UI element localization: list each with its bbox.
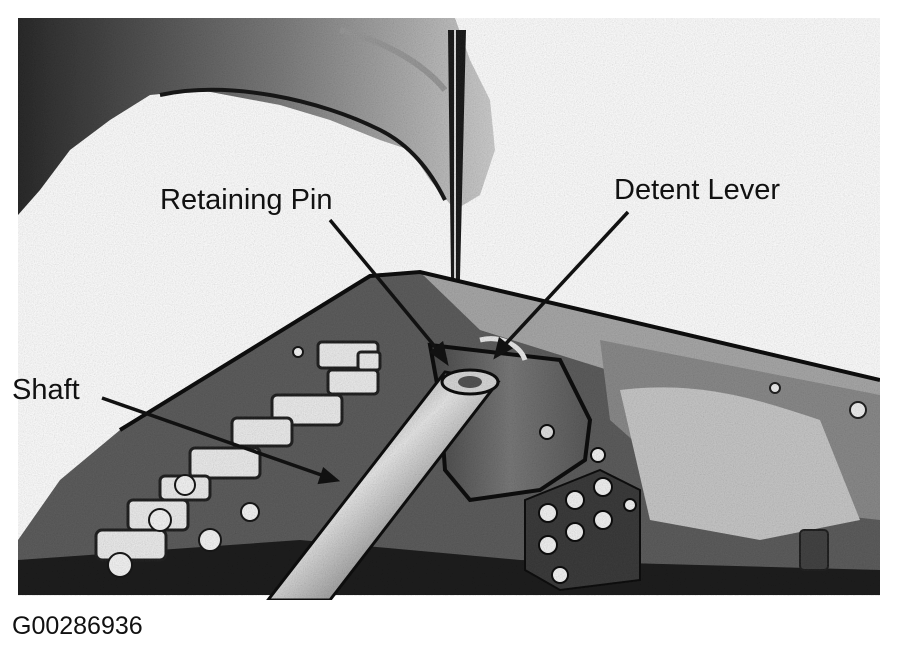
leader-lines	[101, 210, 630, 485]
shaft	[264, 368, 501, 602]
casting-ports-right	[524, 447, 641, 592]
photo-region	[18, 18, 881, 602]
leader-shaft	[101, 396, 331, 480]
leader-retaining-pin	[328, 218, 448, 362]
leader-detent-lever	[498, 210, 630, 352]
shaft-label: Shaft	[12, 374, 80, 406]
casting-ports-left	[94, 340, 382, 562]
probe-tool	[448, 30, 466, 360]
retaining-pin-label: Retaining Pin	[160, 184, 333, 216]
detent-lever-label: Detent Lever	[614, 174, 781, 206]
figure-id: G00286936	[12, 612, 143, 640]
hand-shape	[18, 18, 495, 215]
